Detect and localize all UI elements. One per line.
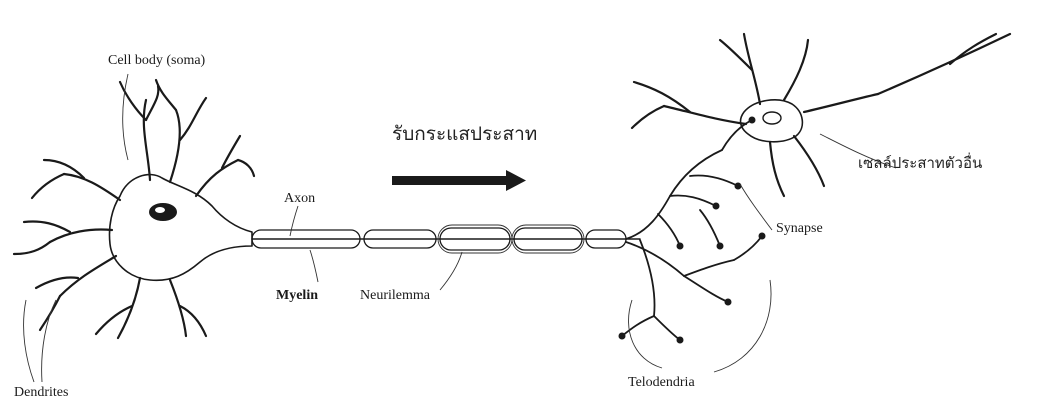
telodendria [619, 117, 764, 342]
label-axon: Axon [284, 191, 315, 206]
label-myelin: Myelin [276, 288, 318, 303]
label-other-neuron: เซลล์ประสาทตัวอื่น [858, 152, 982, 172]
label-receive-impulse: รับกระแสประสาท [392, 123, 537, 145]
cell-body-soma [109, 175, 252, 281]
dendrites [14, 80, 254, 338]
label-cell-body: Cell body (soma) [108, 53, 206, 68]
label-telodendria: Telodendria [628, 375, 695, 390]
label-dendrites: Dendrites [14, 385, 68, 400]
label-neurilemma: Neurilemma [360, 288, 431, 303]
impulse-direction-arrow [392, 170, 526, 191]
label-synapse: Synapse [776, 221, 823, 236]
